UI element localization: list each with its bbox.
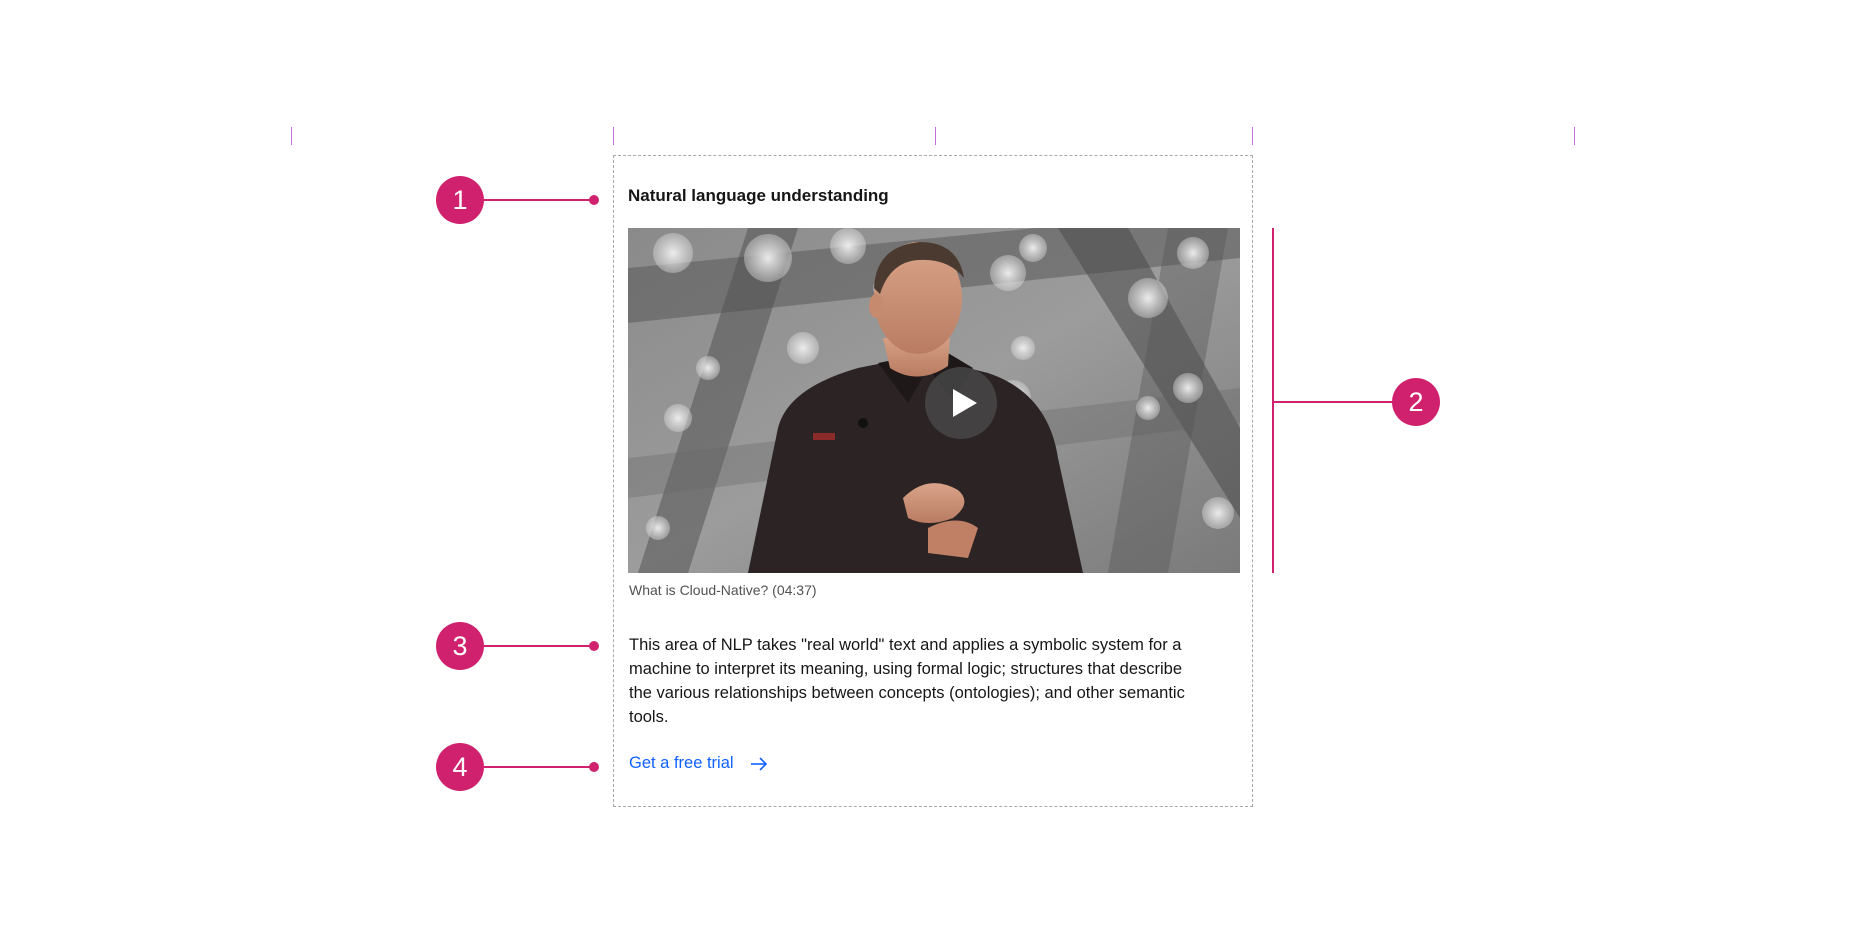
video-caption: What is Cloud-Native? (04:37)	[629, 582, 817, 598]
annotation-bracket-2	[1272, 228, 1274, 573]
play-button[interactable]	[925, 367, 997, 439]
grid-column-tick	[935, 127, 936, 145]
annotation-leader-3	[484, 645, 594, 647]
play-icon	[953, 389, 977, 417]
video-still-image	[628, 228, 1240, 573]
free-trial-link-label: Get a free trial	[629, 754, 734, 772]
card-heading: Natural language understanding	[628, 186, 889, 205]
annotation-leader-dot-3	[589, 641, 599, 651]
annotation-badge-1: 1	[436, 176, 484, 224]
annotation-badge-4: 4	[436, 743, 484, 791]
annotation-leader-1	[484, 199, 594, 201]
annotation-leader-dot-4	[589, 762, 599, 772]
video-thumbnail[interactable]	[628, 228, 1240, 573]
annotation-leader-2	[1273, 401, 1395, 403]
card-outline	[613, 155, 1253, 807]
card-body-copy: This area of NLP takes "real world" text…	[629, 636, 1185, 726]
grid-column-tick	[613, 127, 614, 145]
annotation-badge-3: 3	[436, 622, 484, 670]
annotation-leader-4	[484, 766, 594, 768]
grid-column-tick	[1252, 127, 1253, 145]
annotation-badge-2: 2	[1392, 378, 1440, 426]
free-trial-link[interactable]: Get a free trial	[629, 754, 768, 773]
annotation-leader-dot-1	[589, 195, 599, 205]
grid-column-tick	[291, 127, 292, 145]
arrow-right-icon	[750, 756, 767, 771]
grid-column-tick	[1574, 127, 1575, 145]
